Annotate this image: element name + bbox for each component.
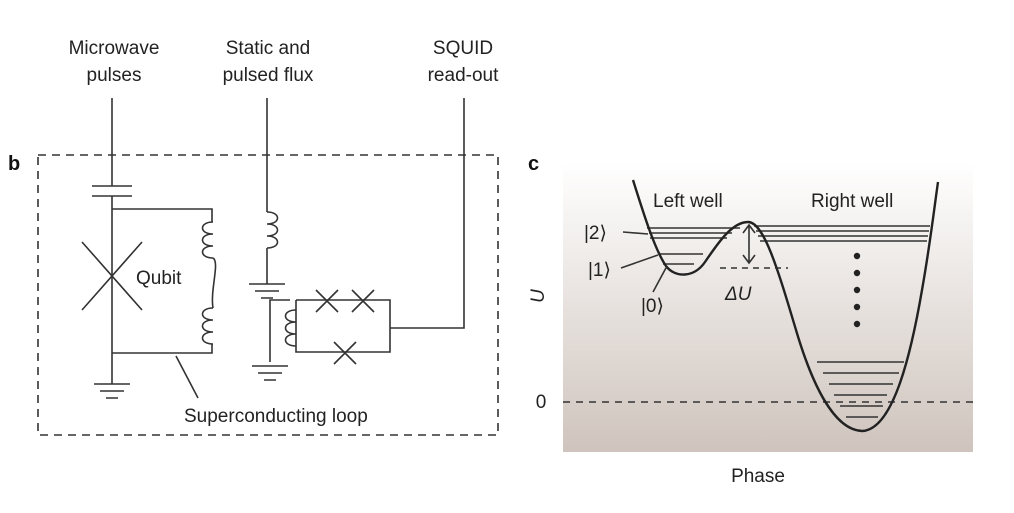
ground-icon bbox=[94, 383, 130, 399]
zero-label: 0 bbox=[536, 392, 547, 413]
delta-u-label: ΔU bbox=[724, 284, 752, 305]
ellipsis-dots bbox=[853, 252, 861, 328]
state-1-label: |1⟩ bbox=[588, 260, 611, 281]
microwave-label-line2: pulses bbox=[87, 65, 142, 86]
panel-b: b Microwave pulses Static and pulsed flu… bbox=[8, 38, 499, 436]
loop-top-wire bbox=[112, 208, 213, 222]
microwave-label-line1: Microwave bbox=[69, 38, 160, 59]
state-1-pointer bbox=[620, 254, 659, 269]
right-well-upper-levels bbox=[754, 225, 930, 242]
capacitor-icon bbox=[92, 185, 132, 197]
plot-background bbox=[563, 162, 973, 452]
flux-coil-icon bbox=[266, 211, 279, 249]
loop-bottom-wire bbox=[112, 344, 213, 354]
squid-junction-bottom-icon bbox=[333, 341, 357, 365]
left-well-label: Left well bbox=[653, 191, 723, 212]
superconducting-loop-label: Superconducting loop bbox=[184, 406, 368, 427]
coil-lower-icon bbox=[201, 307, 214, 345]
x-axis-label: Phase bbox=[731, 466, 785, 487]
right-well-lower-levels bbox=[817, 361, 904, 418]
flux-label-line2: pulsed flux bbox=[223, 65, 314, 86]
squid-junctions-top-icon bbox=[315, 289, 375, 313]
squid-ground-wire bbox=[269, 299, 290, 362]
state-0-label: |0⟩ bbox=[641, 296, 664, 317]
squid-label-line1: SQUID bbox=[433, 38, 493, 59]
coil-link-wire bbox=[211, 257, 217, 309]
delta-u-arrow-icon bbox=[742, 223, 756, 265]
josephson-junction-icon bbox=[81, 241, 143, 311]
loop-leader-line bbox=[175, 355, 199, 399]
panel-b-letter: b bbox=[8, 153, 20, 175]
squid-coil-icon bbox=[284, 309, 297, 347]
flux-ground-icon bbox=[249, 283, 285, 299]
qubit-label: Qubit bbox=[136, 268, 182, 289]
y-axis-label: U bbox=[528, 289, 549, 303]
readout-wire bbox=[390, 98, 465, 329]
squid-label-line2: read-out bbox=[428, 65, 499, 86]
potential-curve bbox=[631, 179, 940, 433]
coil-upper-icon bbox=[201, 221, 214, 259]
panel-c-letter: c bbox=[528, 153, 539, 175]
right-well-label: Right well bbox=[811, 191, 893, 212]
state-0-pointer bbox=[652, 265, 668, 293]
squid-loop bbox=[295, 299, 391, 353]
state-2-label: |2⟩ bbox=[584, 223, 607, 244]
state-2-pointer bbox=[622, 231, 649, 235]
squid-ground-icon bbox=[252, 365, 288, 381]
dashed-enclosure bbox=[37, 154, 499, 436]
panel-c: c U 0 Phase ΔU Left well bbox=[528, 153, 975, 487]
flux-label-line1: Static and bbox=[226, 38, 311, 59]
level-2-lines bbox=[647, 227, 740, 239]
